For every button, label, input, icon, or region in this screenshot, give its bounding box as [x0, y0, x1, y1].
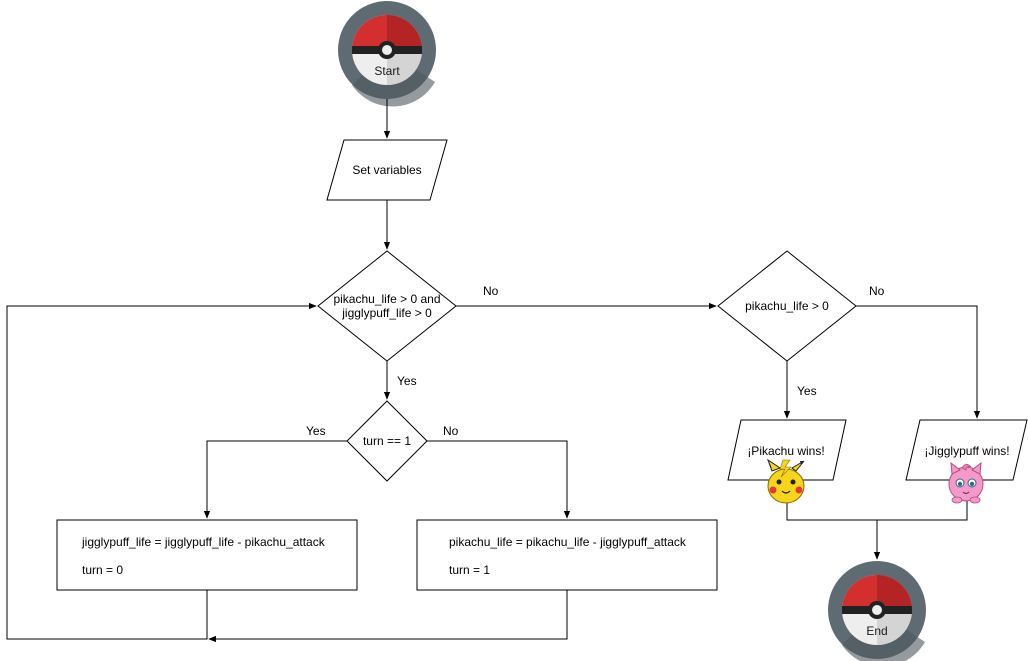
- jigglypuff-attack-line1: pikachu_life = pikachu_life - jigglypuff…: [449, 535, 686, 549]
- jigglypuff-attack-node: [416, 519, 718, 591]
- edge-label-winner-no: No: [869, 284, 885, 298]
- jigglypuff-attack-line2: turn = 1: [449, 563, 491, 577]
- edge-jigglypuff-attack-return: [208, 590, 568, 643]
- edge-label-winner-yes: Yes: [797, 384, 817, 398]
- edge-label-loop-no: No: [483, 284, 499, 298]
- edge-label-turn-no: No: [443, 424, 459, 438]
- start-label: Start: [374, 64, 400, 78]
- pikachu-attack-line2: turn = 0: [82, 563, 124, 577]
- set-variables-node: [326, 139, 448, 201]
- pokeball-end-icon: [828, 561, 926, 661]
- jigglypuff-wins-label: ¡Jigglypuff wins!: [924, 444, 1010, 458]
- loop-condition-line1: pikachu_life > 0 and: [333, 292, 441, 306]
- pokeball-start-icon: [338, 1, 436, 107]
- edge-turn-yes: [203, 440, 347, 519]
- edge-label-turn-yes: Yes: [306, 424, 326, 438]
- pikachu-wins-node: [727, 419, 847, 481]
- set-variables-label: Set variables: [352, 163, 422, 177]
- jigglypuff-wins-node: [905, 419, 1028, 481]
- winner-check-label: pikachu_life > 0: [745, 299, 829, 313]
- turn-check-node: [346, 400, 428, 482]
- loop-condition-line2: jigglypuff_life > 0: [342, 306, 432, 320]
- turn-check-label: turn == 1: [362, 434, 412, 448]
- end-label: End: [866, 624, 888, 638]
- pikachu-attack-node: [56, 519, 358, 591]
- edge-turn-no: [427, 440, 571, 519]
- edge-label-loop-yes: Yes: [397, 374, 417, 388]
- pikachu-attack-line1: jigglypuff_life = jigglypuff_life - pika…: [82, 535, 325, 549]
- edge-winner-no: [856, 305, 981, 419]
- jigglypuff-icon: [948, 461, 984, 504]
- pikachu-wins-label: ¡Pikachu wins!: [747, 444, 825, 458]
- edge-pikachu-attack-return: [6, 302, 317, 640]
- pikachu-icon: [767, 458, 805, 504]
